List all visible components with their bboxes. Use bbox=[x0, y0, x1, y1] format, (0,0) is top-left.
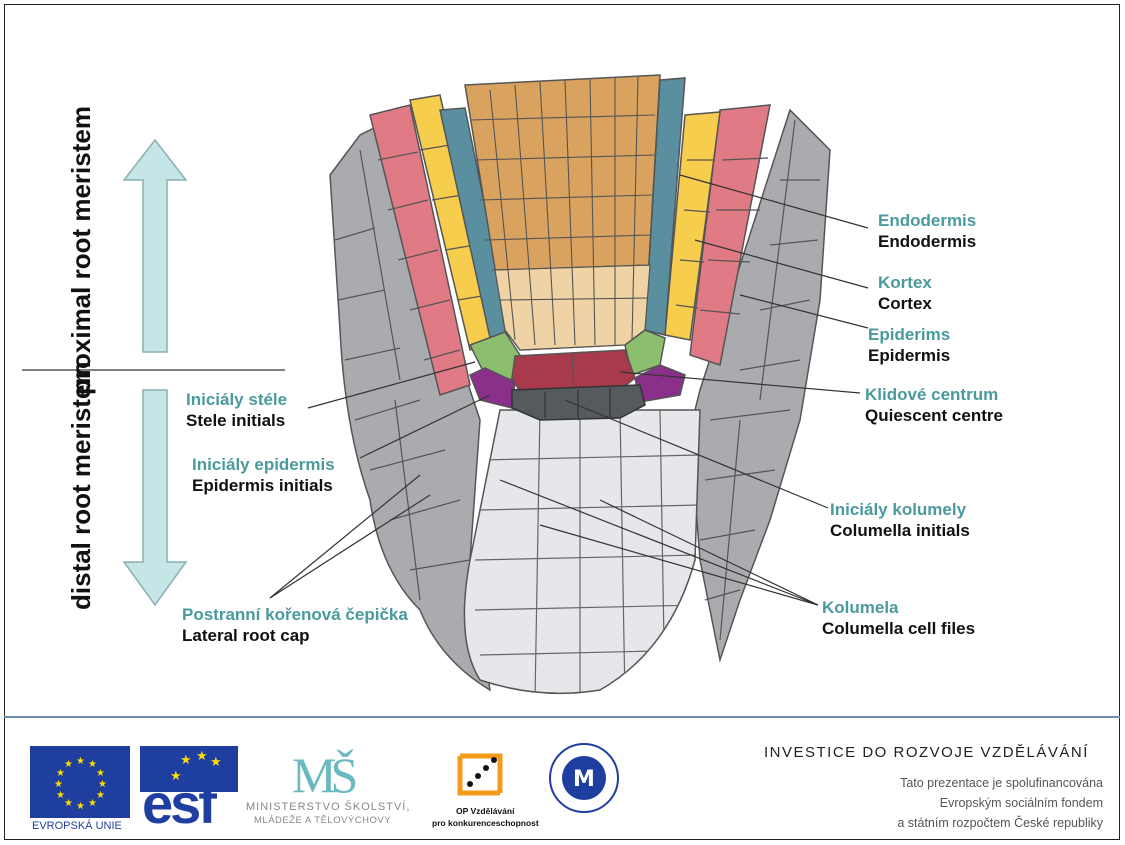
svg-text:★: ★ bbox=[64, 798, 73, 809]
op-logo: OP Vzdělávání pro konkurenceschopnost bbox=[430, 748, 530, 834]
svg-text:★: ★ bbox=[196, 749, 208, 764]
proximal-arrow bbox=[124, 140, 186, 352]
cortex-en: Cortex bbox=[878, 293, 932, 314]
op-mark-icon bbox=[430, 748, 530, 808]
quiescent-en: Quiescent centre bbox=[865, 405, 1003, 426]
columella-cz: Kolumela bbox=[822, 597, 975, 618]
distal-arrow bbox=[124, 390, 186, 605]
svg-text:★: ★ bbox=[88, 798, 97, 809]
investice-heading: INVESTICE DO ROZVOJE VZDĚLÁVÁNÍ bbox=[764, 744, 1089, 761]
svg-text:★: ★ bbox=[96, 790, 105, 801]
distal-zone-text: distal root meristem bbox=[66, 361, 96, 610]
endodermis-cz: Endodermis bbox=[878, 210, 976, 231]
stele-initials-en: Stele initials bbox=[186, 410, 287, 431]
svg-text:★: ★ bbox=[98, 779, 107, 790]
funding-line-2: Evropským sociálním fondem bbox=[940, 796, 1103, 810]
epidermis-initials-cz: Iniciály epidermis bbox=[192, 454, 335, 475]
op-line1: OP Vzdělávání bbox=[456, 806, 514, 816]
label-columella-initials: Iniciály kolumely Columella initials bbox=[830, 499, 970, 541]
columella-en: Columella cell files bbox=[822, 618, 975, 639]
svg-text:★: ★ bbox=[76, 801, 85, 812]
msmt-mark-icon: MŠ bbox=[244, 746, 404, 798]
quiescent-cz: Klidové centrum bbox=[865, 384, 1003, 405]
columella-initials-cz: Iniciály kolumely bbox=[830, 499, 970, 520]
label-epidermis: Epiderims Epidermis bbox=[868, 324, 950, 366]
distal-zone-label: distal root meristem bbox=[67, 380, 127, 610]
muni-seal-icon: M bbox=[548, 742, 620, 814]
svg-text:★: ★ bbox=[180, 753, 192, 768]
svg-text:M: M bbox=[573, 767, 595, 792]
esf-label: esf bbox=[142, 776, 214, 832]
eu-stars-icon: ★★★ ★★★ ★★★ ★★★ bbox=[30, 746, 130, 818]
cortex-cz: Kortex bbox=[878, 272, 932, 293]
label-quiescent-centre: Klidové centrum Quiescent centre bbox=[865, 384, 1003, 426]
columella-initials-en: Columella initials bbox=[830, 520, 970, 541]
muni-logo: M bbox=[548, 742, 620, 814]
label-lateral-root-cap: Postranní kořenová čepička Lateral root … bbox=[182, 604, 408, 646]
columella-region bbox=[464, 410, 700, 693]
eu-logo: ★★★ ★★★ ★★★ ★★★ EVROPSKÁ UNIE bbox=[30, 746, 130, 832]
svg-text:★: ★ bbox=[54, 779, 63, 790]
msmt-line2: MLÁDEŽE A TĚLOVÝCHOVY bbox=[254, 815, 391, 826]
op-line2: pro konkurenceschopnost bbox=[432, 818, 539, 828]
lateral-root-cap-cz: Postranní kořenová čepička bbox=[182, 604, 408, 625]
svg-text:★: ★ bbox=[210, 755, 222, 770]
label-stele-initials: Iniciály stéle Stele initials bbox=[186, 389, 287, 431]
label-endodermis: Endodermis Endodermis bbox=[878, 210, 976, 252]
svg-text:★: ★ bbox=[56, 790, 65, 801]
funding-line-3: a státním rozpočtem České republiky bbox=[897, 816, 1103, 830]
eu-label: EVROPSKÁ UNIE bbox=[32, 820, 122, 832]
msmt-logo: MŠ MINISTERSTVO ŠKOLSTVÍ, MLÁDEŽE A TĚLO… bbox=[244, 746, 404, 832]
footer-divider bbox=[4, 716, 1120, 718]
label-epidermis-initials: Iniciály epidermis Epidermis initials bbox=[192, 454, 335, 496]
funding-line-1: Tato prezentace je spolufinancována bbox=[900, 776, 1103, 790]
esf-logo: ★★★★ esf bbox=[140, 746, 238, 832]
epidermis-en: Epidermis bbox=[868, 345, 950, 366]
label-cortex: Kortex Cortex bbox=[878, 272, 932, 314]
proximal-zone-text: proximal root meristem bbox=[66, 106, 96, 395]
svg-text:★: ★ bbox=[96, 768, 105, 779]
msmt-line1: MINISTERSTVO ŠKOLSTVÍ, bbox=[246, 801, 410, 813]
stele-initials-cz: Iniciály stéle bbox=[186, 389, 287, 410]
endodermis-en: Endodermis bbox=[878, 231, 976, 252]
svg-text:★: ★ bbox=[64, 759, 73, 770]
epidermis-cz: Epiderims bbox=[868, 324, 950, 345]
svg-text:MŠ: MŠ bbox=[292, 747, 355, 798]
label-columella: Kolumela Columella cell files bbox=[822, 597, 975, 639]
epidermis-initials-en: Epidermis initials bbox=[192, 475, 335, 496]
svg-text:★: ★ bbox=[76, 756, 85, 767]
lateral-root-cap-en: Lateral root cap bbox=[182, 625, 408, 646]
